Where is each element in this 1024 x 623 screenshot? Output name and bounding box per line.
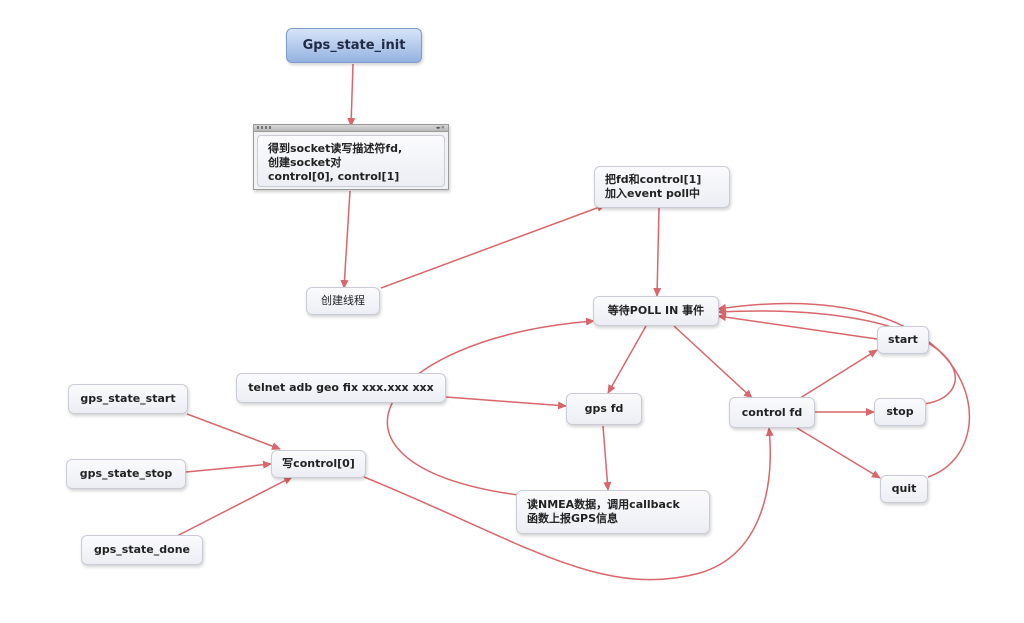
node-get-socket[interactable]: ◂▸✕ 得到socket读写描述符fd, 创建socket对 control[0… bbox=[253, 124, 449, 190]
edge-thread-to-eventpoll bbox=[380, 204, 606, 289]
window-controls-icon: ◂▸✕ bbox=[435, 125, 445, 131]
edge-start-to-write bbox=[186, 413, 281, 450]
node-quit[interactable]: quit bbox=[880, 475, 928, 503]
node-read-nmea[interactable]: 读NMEA数据，调用callback 函数上报GPS信息 bbox=[516, 490, 710, 534]
node-gps-state-init[interactable]: Gps_state_init bbox=[286, 28, 422, 63]
node-control-fd[interactable]: control fd bbox=[729, 397, 815, 428]
edge-init-to-socket bbox=[347, 63, 356, 127]
node-gps-fd[interactable]: gps fd bbox=[566, 393, 642, 425]
node-add-event-poll[interactable]: 把fd和control[1] 加入event poll中 bbox=[594, 166, 730, 208]
node-start[interactable]: start bbox=[877, 326, 929, 354]
node-gps-state-stop[interactable]: gps_state_stop bbox=[66, 459, 186, 489]
edge-start-to-wait bbox=[717, 313, 878, 340]
node-get-socket-text: 得到socket读写描述符fd, 创建socket对 control[0], c… bbox=[257, 135, 445, 187]
node-telnet-cmd[interactable]: telnet adb geo fix xxx.xxx xxx bbox=[236, 373, 446, 403]
node-stop[interactable]: stop bbox=[874, 398, 926, 426]
edge-done-to-write bbox=[174, 476, 293, 538]
edge-quit-to-wait bbox=[717, 302, 971, 478]
node-gps-state-start[interactable]: gps_state_start bbox=[68, 384, 188, 414]
edge-stop-to-wait bbox=[717, 307, 956, 405]
window-titlebar: ◂▸✕ bbox=[254, 125, 448, 132]
edge-socket-to-thread bbox=[340, 190, 351, 289]
node-gps-state-done[interactable]: gps_state_done bbox=[81, 535, 203, 565]
node-wait-poll-in[interactable]: 等待POLL IN 事件 bbox=[593, 296, 719, 326]
edge-controlfd-to-start bbox=[796, 349, 878, 401]
grip-icon bbox=[257, 126, 271, 129]
edge-controlfd-to-quit bbox=[796, 427, 881, 479]
edge-eventpoll-to-wait bbox=[653, 207, 662, 297]
edge-wait-to-gpsfd bbox=[607, 325, 647, 394]
node-create-thread[interactable]: 创建线程 bbox=[306, 287, 380, 315]
node-write-control[interactable]: 写control[0] bbox=[271, 450, 366, 478]
edge-stop-to-write bbox=[185, 460, 272, 473]
edge-wait-to-controlfd bbox=[673, 325, 753, 399]
edge-telnet-to-gpsfd bbox=[445, 396, 567, 410]
edge-readnmea-to-wait bbox=[386, 317, 595, 496]
edge-write-to-controlfd bbox=[363, 427, 774, 581]
edge-gpsfd-to-readnmea bbox=[602, 425, 612, 491]
